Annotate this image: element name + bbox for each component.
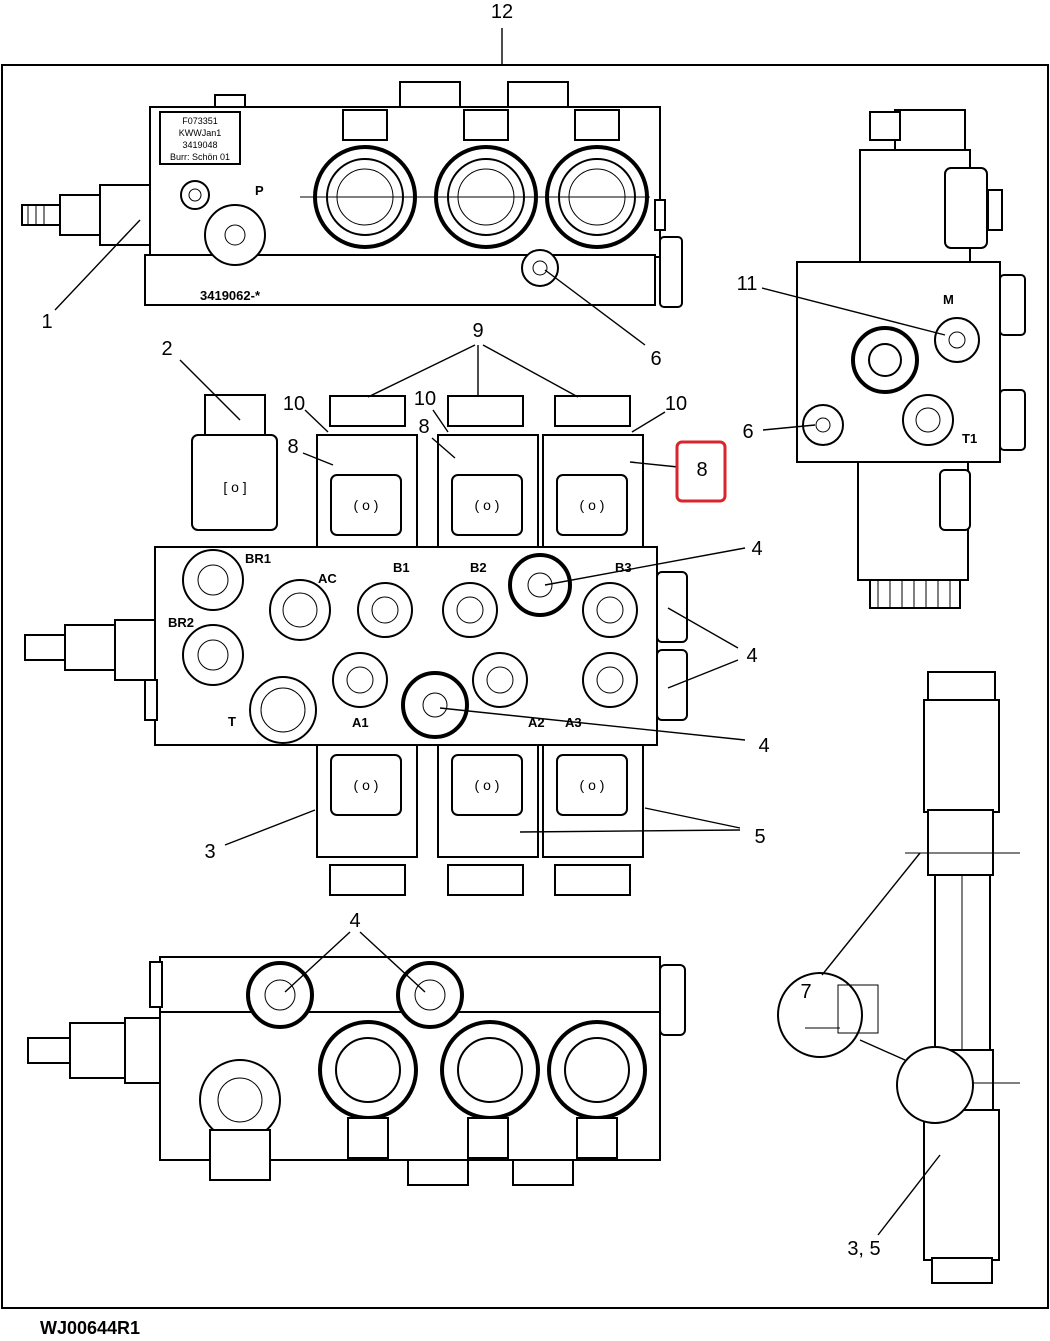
svg-text:( o ): ( o ) (354, 777, 379, 793)
svg-text:( o ): ( o ) (354, 497, 379, 513)
port-label-t1: T1 (962, 431, 977, 446)
callout-4-c: 4 (758, 735, 769, 757)
callout-9: 9 (472, 320, 483, 342)
callout-3: 3 (204, 841, 215, 863)
callout-8-c: 8 (696, 459, 707, 481)
callout-3-5: 3, 5 (847, 1238, 880, 1260)
port-label-b2: B2 (470, 560, 487, 575)
callout-5: 5 (754, 826, 765, 848)
callout-10-a: 10 (283, 393, 305, 415)
port-label-b3: B3 (615, 560, 632, 575)
callout-12: 12 (491, 1, 513, 23)
figure-id: WJ00644R1 (40, 1318, 140, 1336)
port-label-b1: B1 (393, 560, 410, 575)
callout-4-a: 4 (751, 538, 762, 560)
callout-10-b: 10 (414, 388, 436, 410)
callout-10-c: 10 (665, 393, 687, 415)
nameplate-line-3: 3419048 (182, 140, 217, 150)
callout-2: 2 (161, 338, 172, 360)
valve-top-view: F073351 KWWJan1 3419048 Burr: Schön 01 P… (21, 81, 683, 308)
svg-text:( o ): ( o ) (580, 497, 605, 513)
port-label-br2: BR2 (168, 615, 194, 630)
callout-6-side: 6 (742, 421, 753, 443)
callout-11: 11 (737, 273, 758, 295)
nameplate (159, 111, 241, 165)
port-label-m: M (943, 292, 954, 307)
port-label-a1: A1 (352, 715, 369, 730)
callout-6-top: 6 (650, 348, 661, 370)
svg-text:( o ): ( o ) (475, 497, 500, 513)
port-label-t: T (228, 714, 236, 729)
detail-circle (777, 972, 863, 1058)
callout-4-b: 4 (746, 645, 757, 667)
callout-8-a: 8 (287, 436, 298, 458)
highlight-box (675, 440, 727, 503)
valve-front-view: ( o ) ( o ) ( o ) [ o ] BR1 BR2 AC B1 B2… (24, 394, 688, 896)
figure-frame (1, 64, 1049, 1309)
spool-section (777, 671, 1020, 1284)
callout-7: 7 (800, 981, 811, 1003)
port-label-p: P (255, 183, 264, 198)
svg-text:( o ): ( o ) (580, 777, 605, 793)
callout-8-b: 8 (418, 416, 429, 438)
nameplate-line-2: KWWJan1 (179, 128, 222, 138)
valve-side-view: M T1 (796, 109, 1026, 609)
nameplate-line-1: F073351 (182, 116, 218, 126)
port-label-ac: AC (318, 571, 337, 586)
callout-1: 1 (41, 311, 52, 333)
valve-part-number: 3419062-* (200, 288, 261, 303)
callout-4-d: 4 (349, 910, 360, 932)
valve-bottom-view (27, 956, 686, 1186)
svg-text:( o ): ( o ) (475, 777, 500, 793)
nameplate-line-4: Burr: Schön 01 (170, 152, 230, 162)
port-label-br1: BR1 (245, 551, 271, 566)
svg-text:[ o ]: [ o ] (223, 479, 246, 495)
